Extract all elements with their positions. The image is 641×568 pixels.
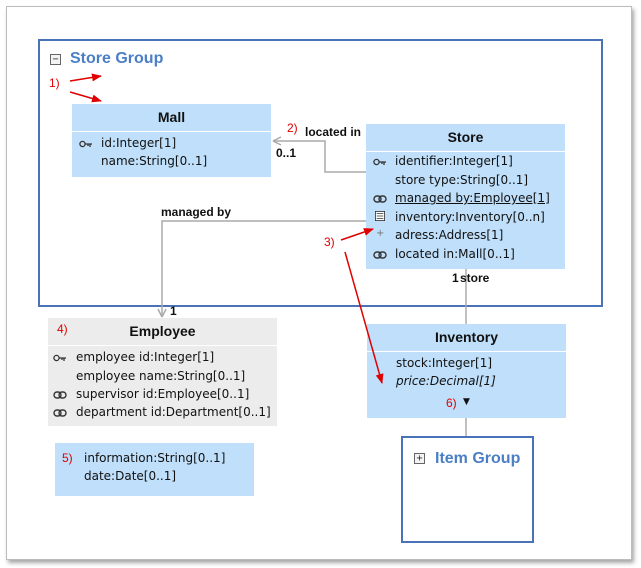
mall-attr-name: name:String[0..1]	[101, 154, 208, 168]
store-attr-store-type: store type:String[0..1]	[395, 173, 529, 187]
key-icon	[79, 140, 92, 148]
marker-4: 4)	[57, 322, 68, 336]
store-group-collapse-icon[interactable]: −	[50, 54, 61, 65]
store-class-divider	[366, 151, 565, 152]
employee-class-divider	[48, 345, 277, 346]
located-in-multiplicity: 0..1	[276, 146, 297, 160]
managed-by-multiplicity: 1	[170, 304, 177, 318]
item-group-expand-icon[interactable]: +	[414, 453, 425, 464]
marker-1: 1)	[49, 76, 60, 90]
store-attr-inventory: inventory:Inventory[0..n]	[395, 210, 545, 224]
employee-class[interactable]: Employee employee id:Integer[1] employee…	[48, 318, 277, 426]
inventory-class[interactable]: Inventory stock:Integer[1] price:Decimal…	[367, 324, 566, 418]
marker-2: 2)	[287, 121, 298, 135]
managed-by-arrowhead	[157, 308, 167, 318]
employee-attr-id: employee id:Integer[1]	[76, 350, 215, 364]
located-in-connector[interactable]	[273, 140, 366, 173]
link-icon	[373, 251, 387, 259]
annotation-arrow-1a	[69, 73, 102, 82]
store-attr-managed-by: managed by:Employee[1]	[395, 191, 550, 205]
inventory-class-title: Inventory	[434, 329, 498, 345]
mall-class[interactable]: Mall id:Integer[1] name:String[0..1]	[72, 104, 271, 177]
link-icon	[53, 391, 67, 399]
store-attr-adress: adress:Address[1]	[395, 228, 504, 242]
store-class[interactable]: Store identifier:Integer[1] store type:S…	[366, 124, 565, 269]
located-in-arrowhead	[272, 136, 282, 146]
marker-5: 5)	[62, 451, 73, 465]
employee-class-title: Employee	[129, 323, 196, 339]
store-attr-identifier: identifier:Integer[1]	[395, 154, 513, 168]
annotation-arrow-1b	[69, 91, 102, 103]
attribute-box[interactable]: information:String[0..1] date:Date[0..1]	[55, 443, 254, 496]
annotation-arrow-3b	[344, 251, 384, 384]
employee-attr-name: employee name:String[0..1]	[76, 369, 246, 383]
marker-3: 3)	[324, 235, 335, 249]
store-role-label: store	[460, 271, 490, 285]
store-class-title: Store	[447, 129, 484, 145]
managed-by-label: managed by	[161, 205, 232, 219]
attribute-box-date: date:Date[0..1]	[84, 469, 177, 483]
collapse-triangle-icon[interactable]: ▼	[463, 397, 470, 407]
inventory-class-divider	[367, 351, 566, 352]
plus-icon: +	[376, 228, 385, 239]
employee-attr-supervisor: supervisor id:Employee[0..1]	[76, 387, 250, 401]
mall-class-title: Mall	[157, 109, 186, 125]
annotation-arrow-3a	[340, 228, 374, 241]
located-in-label: located in	[305, 125, 362, 139]
store-attr-located-in: located in:Mall[0..1]	[395, 247, 515, 261]
store-group-title: Store Group	[70, 50, 164, 67]
mall-class-divider	[72, 131, 271, 132]
store-multiplicity: 1	[452, 271, 459, 285]
item-group-title: Item Group	[435, 450, 521, 467]
marker-6: 6)	[446, 396, 457, 410]
composition-icon	[375, 211, 385, 221]
mall-attr-id: id:Integer[1]	[101, 136, 177, 150]
key-icon	[53, 354, 66, 362]
employee-attr-department: department id:Department[0..1]	[76, 405, 271, 419]
link-icon	[373, 195, 387, 203]
inventory-attr-price: price:Decimal[1]	[396, 374, 496, 388]
key-icon	[373, 158, 386, 166]
link-icon	[53, 409, 67, 417]
attribute-box-information: information:String[0..1]	[84, 451, 226, 465]
managed-by-connector[interactable]	[161, 220, 366, 317]
inventory-attr-stock: stock:Integer[1]	[396, 356, 493, 370]
